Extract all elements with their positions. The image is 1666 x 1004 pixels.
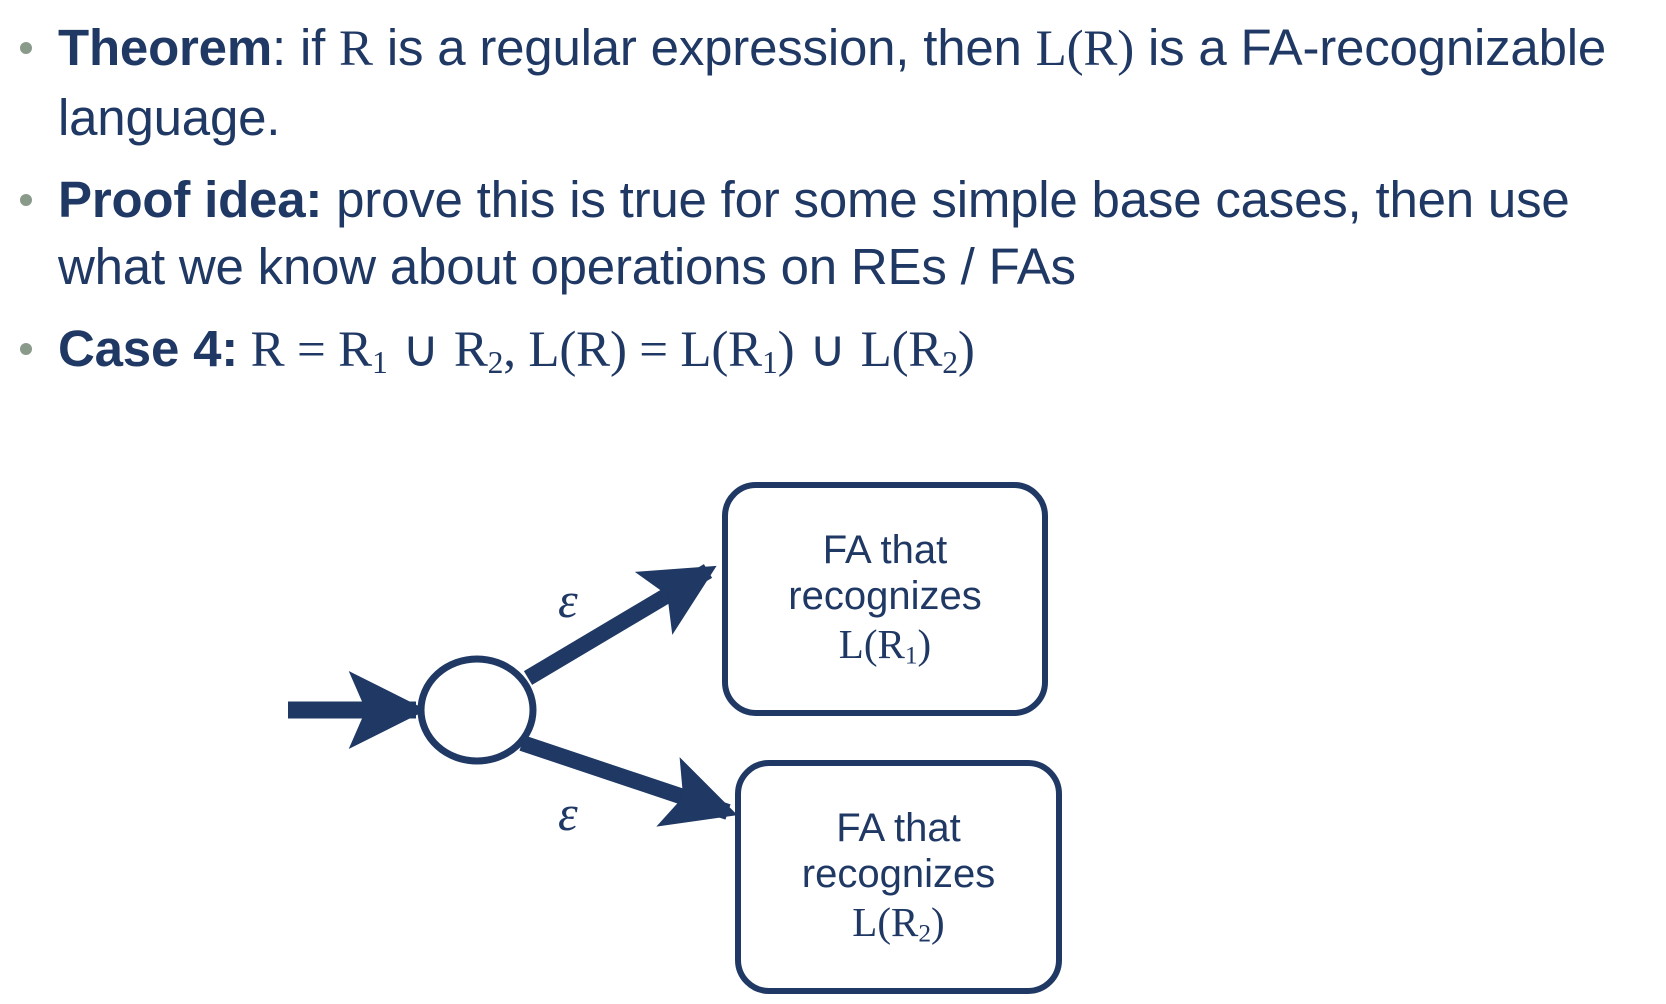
bullet-theorem-math-lr: L(R) [1035,21,1135,77]
formula-comma: , [503,322,516,379]
fa-box-2-line-2: recognizes [801,852,996,897]
bullet-proof-idea-text: prove this is true for some simple base … [58,170,1570,296]
bullet-theorem-text-2: is a regular expression, then [372,19,1036,76]
formula-lang-r2-open: L(R [860,322,943,379]
formula-union-1: ∪ [402,322,440,379]
bullet-theorem-lead-colon: : [271,19,286,76]
epsilon-label-upper: ε [558,572,578,628]
formula-union-2: ∪ [808,322,847,379]
start-state-circle [417,655,537,765]
bullet-theorem-math-r: R [339,21,373,77]
fa-box-1-language-prefix: L(R [838,620,905,667]
bullet-theorem: Theorem: if R is a regular expression, t… [0,14,1666,152]
formula-r2: R [453,322,488,379]
fa-box-2-language-sub: 2 [918,919,932,948]
formula-eq: = [297,322,326,379]
epsilon-transition-lower [519,735,738,827]
nfa-union-diagram: ε ε FA that recognizes L(R1) FA that rec… [0,440,1666,1004]
fa-box-recognizes-l-r1: FA that recognizes L(R1) [722,482,1048,716]
bullet-case-4-lead: Case 4: [58,320,239,378]
fa-box-2-language: L(R2) [852,898,944,949]
diagram-canvas [288,564,738,827]
fa-box-1-line-1: FA that [822,528,948,573]
epsilon-transition-upper [523,564,717,685]
bullet-case-4: Case 4: R = R1 ∪ R2, L(R) = L(R1) ∪ L(R2… [0,315,1666,385]
fa-box-1-language-sub: 1 [904,641,918,670]
bullet-marker-icon [20,193,32,206]
formula-lhs-var: R [250,322,285,379]
bullet-list: Theorem: if R is a regular expression, t… [0,14,1666,399]
fa-box-recognizes-l-r2: FA that recognizes L(R2) [735,760,1062,994]
bullet-proof-idea: Proof idea: prove this is true for some … [0,166,1666,302]
formula-lang-r1-sub: 1 [761,345,778,381]
formula-lang-r1-open: L(R [680,322,762,379]
formula-lang-r2-sub: 2 [942,345,958,381]
fa-box-1-language: L(R1) [839,620,931,671]
formula-eq-2: = [639,322,668,379]
fa-box-1-language-suffix: ) [917,620,932,667]
formula-r2-sub: 2 [487,345,504,381]
fa-box-2-language-prefix: L(R [852,898,919,945]
bullet-theorem-lead: Theorem [58,19,272,76]
bullet-proof-idea-lead: Proof idea: [58,170,323,228]
bullet-theorem-text-1: if [285,19,340,76]
formula-lang-r1-close: ) [777,322,795,379]
epsilon-label-lower: ε [558,785,578,841]
bullet-theorem-text-3: is a FA-recognizable language. [58,19,1607,146]
fa-box-2-language-suffix: ) [931,898,945,945]
formula-r1: R [338,322,372,379]
bullet-marker-icon [20,343,32,356]
formula-r1-sub: 1 [371,345,388,381]
formula-lang-lhs: L(R) [528,322,627,379]
fa-box-2-line-1: FA that [836,806,961,851]
formula-lang-r2-close: ) [957,322,975,379]
bullet-marker-icon [20,42,32,54]
bullet-case-4-formula: R = R1 ∪ R2, L(R) = L(R1) ∪ L(R2) [238,322,975,381]
fa-box-1-line-2: recognizes [788,574,982,619]
